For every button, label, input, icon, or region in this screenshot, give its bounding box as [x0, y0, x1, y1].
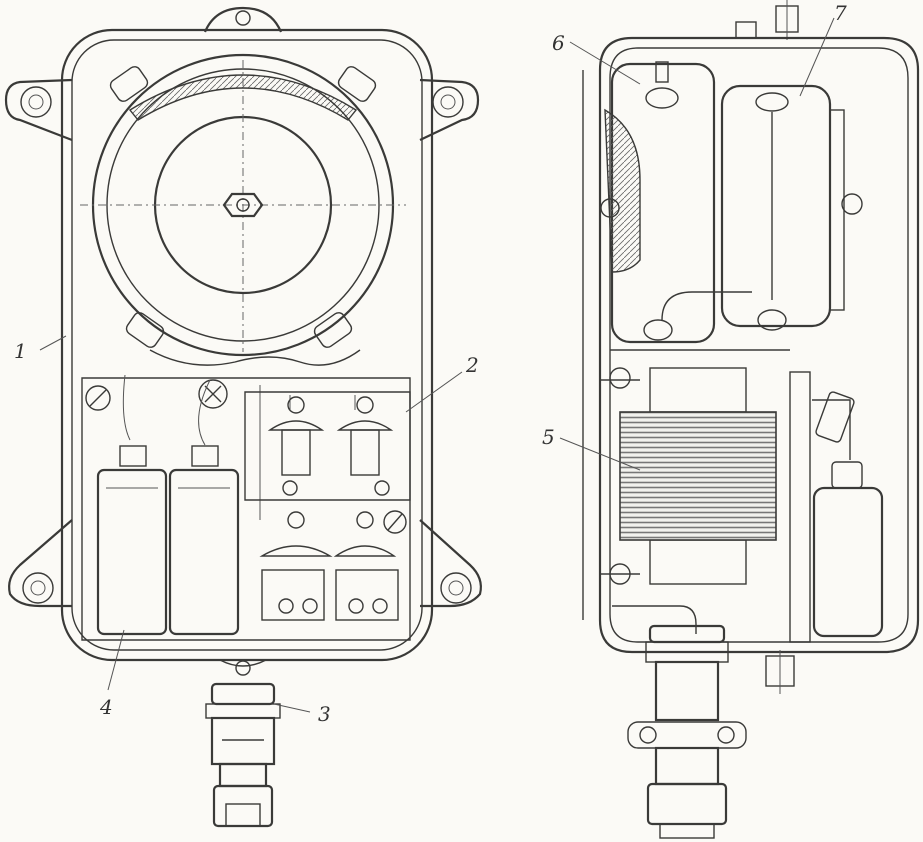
side-housing-inner — [609, 47, 909, 643]
coil-clamps — [109, 66, 377, 348]
callouts: 1 2 3 4 5 6 7 — [14, 1, 847, 726]
leader-4 — [107, 629, 125, 691]
leader-1 — [39, 335, 67, 351]
side-housing-outer — [598, 36, 920, 654]
callout-1: 1 — [14, 339, 27, 363]
leader-5 — [559, 437, 641, 471]
coil-top-strap — [128, 74, 358, 121]
callout-3: 3 — [318, 702, 331, 726]
center-bolt — [236, 198, 250, 212]
bottom-tab — [219, 659, 267, 667]
housing-outer — [60, 28, 434, 662]
side-view — [559, 0, 920, 839]
front-view — [4, 6, 482, 828]
callout-7: 7 — [834, 1, 847, 25]
leader-2 — [405, 371, 463, 413]
side-capacitor — [789, 371, 884, 643]
side-plug-connector — [627, 624, 747, 839]
wire-harness — [149, 349, 361, 366]
lower-compartment — [81, 377, 411, 641]
bottom-tab-hole — [235, 660, 251, 676]
callout-5: 5 — [542, 425, 555, 449]
leader-3 — [273, 703, 311, 713]
top-mounting-tab — [203, 6, 283, 33]
leader-7 — [799, 17, 835, 97]
center-nut — [222, 192, 264, 218]
capacitor-right — [168, 445, 240, 636]
mounting-lug-bottom-left — [8, 519, 73, 608]
coil-unit — [661, 84, 863, 331]
callout-2: 2 — [465, 353, 479, 377]
screw-mid — [198, 379, 228, 409]
top-tab-hole — [235, 10, 251, 26]
relay — [600, 61, 716, 344]
leader-6 — [569, 41, 641, 85]
transformer — [600, 367, 777, 585]
top-bolts — [735, 0, 799, 40]
toroidal-coil — [80, 53, 406, 357]
terminal-board — [244, 391, 411, 621]
callout-6: 6 — [552, 31, 565, 55]
screw-right — [383, 510, 407, 534]
capacitor-left — [96, 445, 168, 636]
screw-left — [85, 385, 111, 411]
cable — [612, 605, 697, 634]
coil-winding — [106, 68, 380, 342]
housing-inner — [71, 39, 423, 651]
plug-connector — [205, 682, 281, 828]
mounting-lug-bottom-right — [419, 519, 482, 608]
mounting-lug-top-right — [419, 78, 480, 141]
callout-4: 4 — [99, 695, 113, 719]
mounting-lug-top-left — [4, 78, 73, 142]
